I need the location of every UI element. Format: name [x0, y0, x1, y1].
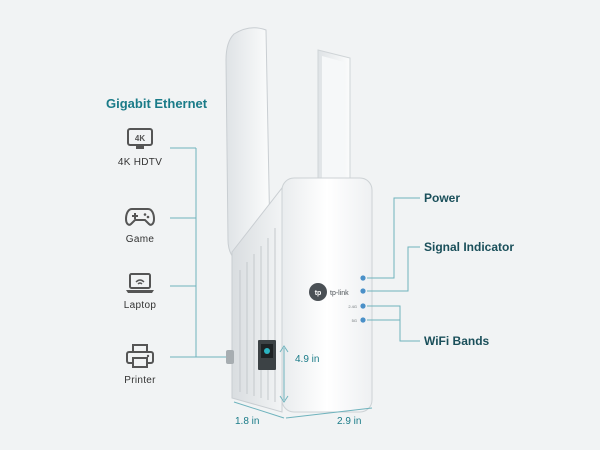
tv-4k-icon: 4K — [127, 128, 153, 149]
led-signal — [360, 288, 366, 294]
svg-text:tp: tp — [315, 290, 322, 297]
ethernet-connector-lines — [170, 147, 228, 358]
led-2g — [360, 303, 366, 309]
callout-power: Power — [424, 191, 461, 205]
tv-icon-text: 4K — [135, 134, 145, 143]
item-4k-hdtv: 4K 4K HDTV — [100, 127, 180, 168]
callout-lines — [367, 197, 420, 342]
item-label-game: Game — [125, 234, 155, 245]
callout-signal: Signal Indicator — [424, 240, 515, 254]
dimension-width: 2.9 in — [337, 416, 362, 427]
dimension-lines — [233, 345, 373, 419]
rear-antenna-face — [322, 56, 344, 190]
led-label-4: 5G — [352, 318, 357, 323]
item-game: Game — [100, 206, 180, 245]
led-5g — [360, 317, 366, 323]
dimension-height: 4.9 in — [295, 354, 320, 365]
logo-text: tp-link — [330, 290, 349, 297]
laptop-icon — [126, 273, 154, 293]
item-printer: Printer — [100, 343, 180, 386]
reset-button — [226, 350, 234, 364]
led-indicators: 2.4G 5G — [348, 275, 366, 323]
device-front — [281, 177, 373, 413]
item-label-laptop: Laptop — [123, 300, 157, 311]
tp-link-logo: tp tp-link — [309, 283, 349, 301]
printer-icon — [126, 344, 154, 368]
side-vents — [239, 228, 276, 402]
port-highlight-dot — [264, 348, 270, 354]
item-label-4k-hdtv: 4K HDTV — [117, 157, 163, 168]
led-label-3: 2.4G — [348, 304, 357, 309]
item-label-printer: Printer — [124, 375, 156, 386]
ethernet-title: Gigabit Ethernet — [106, 96, 208, 111]
callout-wifi-bands: WiFi Bands — [424, 334, 490, 348]
item-laptop: Laptop — [100, 272, 180, 311]
dimension-depth: 1.8 in — [235, 416, 260, 427]
led-power — [360, 275, 366, 281]
gamepad-icon — [125, 208, 155, 226]
